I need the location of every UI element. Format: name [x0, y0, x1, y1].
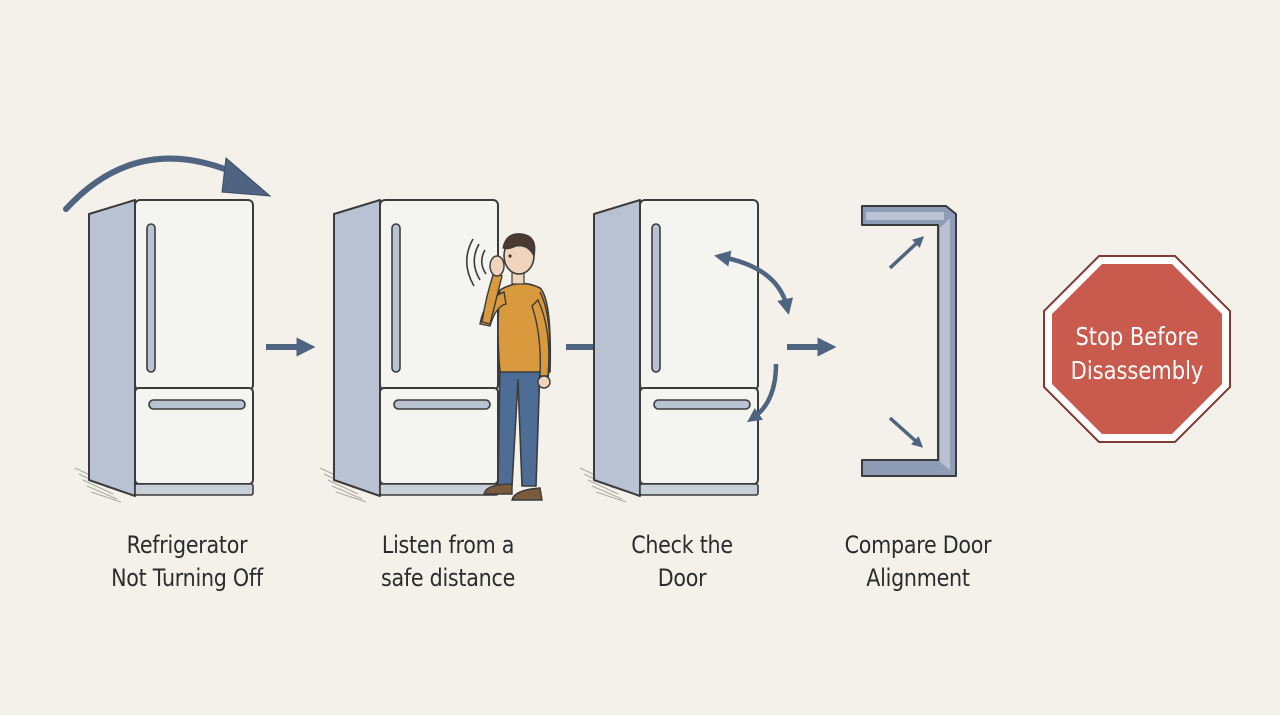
stop-sign-text: Stop Before Disassembly [1060, 320, 1215, 388]
step-label-line: Alignment [866, 564, 970, 592]
curved-arrow-icon [63, 155, 247, 212]
step-label-compare-door-alignment: Compare Door Alignment [815, 529, 1021, 595]
step-label-listen-safe-distance: Listen from a safe distance [345, 529, 551, 595]
fridge-icon [319, 199, 499, 503]
step-label-line: Listen from a [381, 531, 515, 559]
step-label-line: Compare Door [844, 531, 992, 559]
person-listening-icon [465, 233, 552, 501]
step-label-line: Check the [631, 531, 733, 559]
fridge-icon [74, 199, 254, 503]
stop-sign-line: Stop Before [1075, 322, 1199, 351]
step-label-line: Not Turning Off [111, 564, 263, 592]
step-label-line: safe distance [380, 564, 516, 592]
step-label-line: Door [657, 564, 707, 592]
curved-arrow-head [221, 157, 272, 197]
step-label-check-the-door: Check the Door [579, 529, 785, 595]
step-label-line: Refrigerator [126, 531, 248, 559]
step-label-refrigerator-not-turning-off: Refrigerator Not Turning Off [84, 529, 290, 595]
door-frame-icon [861, 205, 957, 477]
door-swing-icon [714, 250, 794, 423]
stop-sign-icon [1043, 255, 1231, 443]
fridge-icon [579, 199, 759, 503]
stop-sign-line: Disassembly [1070, 356, 1204, 385]
